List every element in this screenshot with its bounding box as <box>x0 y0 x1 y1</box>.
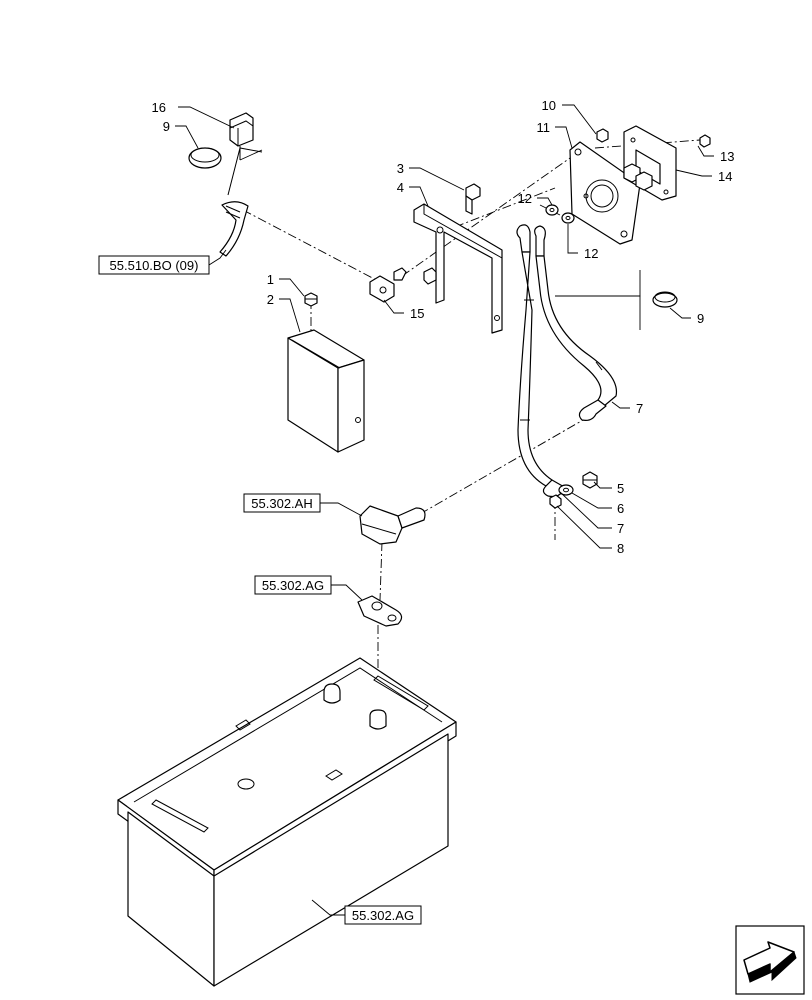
callout-7-upper: 7 <box>636 401 643 416</box>
screw-part-5[interactable] <box>582 471 598 489</box>
callout-15: 15 <box>410 306 424 321</box>
callout-12-upper: 12 <box>518 191 532 206</box>
screw-part-13[interactable] <box>699 134 711 148</box>
callout-numbers: 16 9 3 4 1 2 15 10 11 12 12 13 14 9 7 5 … <box>152 98 735 556</box>
reference-55302ah[interactable]: 55.302.AH <box>243 493 321 513</box>
mounting-plate-part-11[interactable] <box>569 141 641 245</box>
callout-5: 5 <box>617 481 624 496</box>
callout-12-lower: 12 <box>584 246 598 261</box>
battery-cable-part-7[interactable] <box>516 224 618 498</box>
terminal-cap-55302ah[interactable] <box>359 505 426 545</box>
leader-lines <box>175 104 714 916</box>
reference-55302ag-top-label: 55.302.AG <box>262 578 324 593</box>
callout-9-left: 9 <box>163 119 170 134</box>
callout-14: 14 <box>718 169 732 184</box>
callout-13: 13 <box>720 149 734 164</box>
washer-part-12-lower[interactable] <box>561 212 575 224</box>
cover-box-part-2[interactable] <box>287 329 365 453</box>
callout-9-right: 9 <box>697 311 704 326</box>
reference-55510bo[interactable]: 55.510.BO (09) <box>98 255 210 275</box>
screw-part-1[interactable] <box>304 292 318 307</box>
terminal-clamp-55302ag[interactable] <box>357 595 403 627</box>
cable-tie-part-9-left[interactable] <box>188 147 222 169</box>
reference-55302ag-bottom[interactable]: 55.302.AG <box>344 905 422 925</box>
bolt-part-3[interactable] <box>465 183 481 215</box>
callout-11: 11 <box>537 120 551 135</box>
screw-part-10[interactable] <box>596 128 609 143</box>
next-page-arrow-icon[interactable] <box>735 925 805 995</box>
nut-part-8[interactable] <box>549 494 562 509</box>
callout-16: 16 <box>152 100 166 115</box>
callout-6: 6 <box>617 501 624 516</box>
callout-7-lower: 7 <box>617 521 624 536</box>
wire-harness-section <box>219 147 263 257</box>
reference-55510bo-label: 55.510.BO (09) <box>110 258 199 273</box>
callout-4: 4 <box>397 180 404 195</box>
reference-55302ah-label: 55.302.AH <box>251 496 312 511</box>
washer-part-6[interactable] <box>558 484 574 496</box>
callout-8: 8 <box>617 541 624 556</box>
reference-55302ag-top[interactable]: 55.302.AG <box>254 575 332 595</box>
callout-3: 3 <box>397 161 404 176</box>
clip-part-16[interactable] <box>229 112 254 160</box>
washer-part-12-upper[interactable] <box>545 204 559 216</box>
callout-10: 10 <box>542 98 556 113</box>
battery-switch-part-14[interactable] <box>623 125 677 201</box>
battery[interactable] <box>117 657 457 987</box>
reference-55302ag-bottom-label: 55.302.AG <box>352 908 414 923</box>
cable-tie-part-9-right[interactable] <box>652 291 678 308</box>
callout-1: 1 <box>267 272 274 287</box>
bracket-part-4[interactable] <box>413 203 503 334</box>
callout-2: 2 <box>267 292 274 307</box>
connector-part-15[interactable] <box>369 267 407 303</box>
